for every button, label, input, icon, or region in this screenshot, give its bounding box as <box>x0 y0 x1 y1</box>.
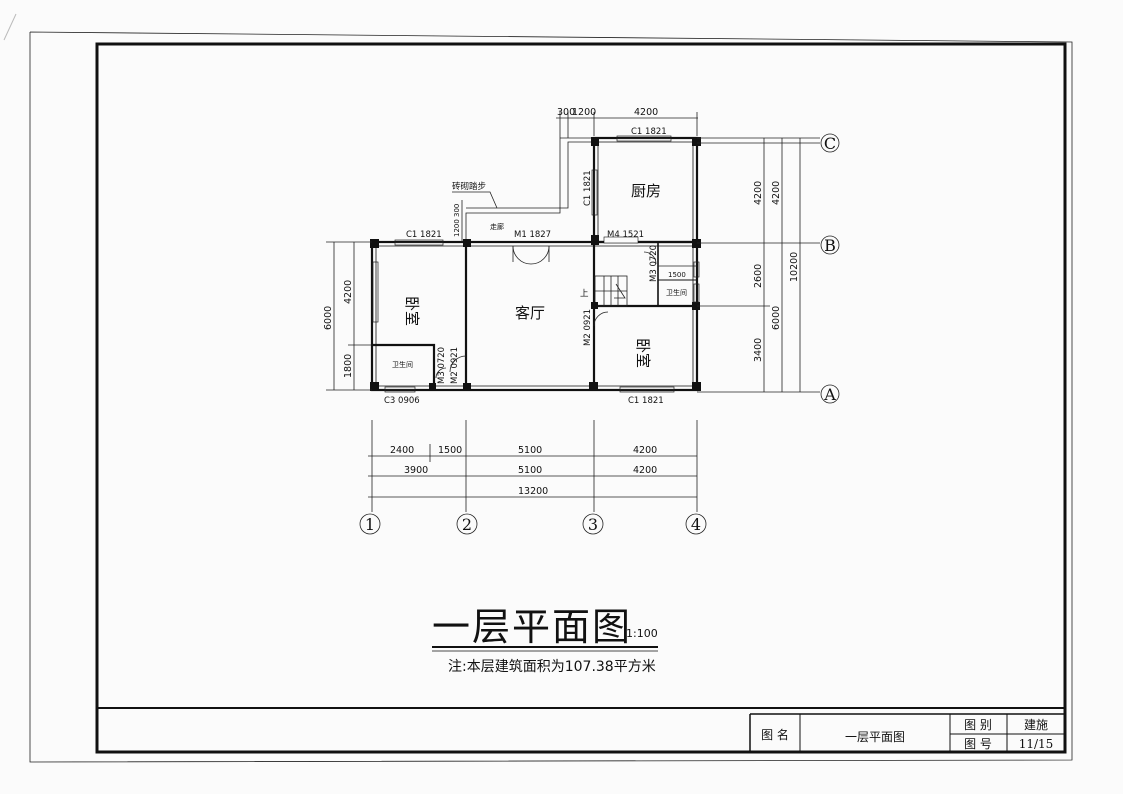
axis-c: C <box>824 134 836 153</box>
room-bedroom-right: 卧室 <box>634 338 652 368</box>
dim-corr-300: 300 <box>453 204 461 217</box>
dim-row1-5100: 5100 <box>518 445 542 456</box>
doors <box>435 236 657 379</box>
drawing-title: 一层平面图 <box>432 605 632 649</box>
brick-steps-label: 砖砌踏步 <box>452 181 486 192</box>
label-m2-right: M2 0921 <box>583 309 593 346</box>
dim-top-300: 300 <box>557 107 575 118</box>
walls <box>370 136 699 392</box>
title-block-number-value: 11/15 <box>1019 737 1054 751</box>
room-bath-left: 卫生间 <box>392 360 413 369</box>
dim-left-4200: 4200 <box>343 280 354 304</box>
axis-a: A <box>823 385 836 404</box>
axis-3: 3 <box>588 515 598 534</box>
room-bedroom-left: 卧室 <box>403 296 421 326</box>
dim-top-4200: 4200 <box>634 107 658 118</box>
dim-right-3400: 3400 <box>753 338 764 362</box>
room-bath-right: 卫生间 <box>666 288 687 297</box>
dim-right-1500: 1500 <box>668 271 686 279</box>
label-c1-kitchen-left: C1 1821 <box>583 170 593 206</box>
axis-1: 1 <box>365 515 375 534</box>
room-living: 客厅 <box>515 304 545 322</box>
dim-corr-1200: 1200 <box>453 219 461 237</box>
axis-4: 4 <box>691 515 701 534</box>
title-block-name-value: 一层平面图 <box>845 730 905 744</box>
area-note: 注:本层建筑面积为107.38平方米 <box>448 659 656 675</box>
axis-bubbles: C B A 1 2 3 4 <box>359 133 840 535</box>
axis-b: B <box>824 236 836 255</box>
dimension-lines <box>326 112 820 512</box>
dim-row2-5100: 5100 <box>518 465 542 476</box>
dimension-texts: 300 1200 4200 1200 300 6000 4200 1800 15… <box>323 107 800 497</box>
dim-right-10200: 10200 <box>789 252 800 282</box>
columns <box>370 137 701 391</box>
label-m3-right: M3 0720 <box>649 245 659 282</box>
label-m2-left: M2 0921 <box>450 347 460 384</box>
title-block-name-label: 图 名 <box>761 727 789 742</box>
dim-row1-4200: 4200 <box>633 445 657 456</box>
dim-row2-4200: 4200 <box>633 465 657 476</box>
title-block: 图 名 一层平面图 图 别 建施 图 号 11/15 <box>749 713 1065 752</box>
dim-top-1200: 1200 <box>572 107 596 118</box>
room-kitchen: 厨房 <box>631 182 661 200</box>
dim-right-4200: 4200 <box>753 181 764 205</box>
title-block-number-label: 图 号 <box>964 737 992 751</box>
title-block-category-value: 建施 <box>1024 718 1048 732</box>
sheet-border <box>3 13 1073 763</box>
dim-row1-1500: 1500 <box>438 445 462 456</box>
opening-labels: C1 1821 M1 1827 M4 1521 C1 1821 C1 1821 … <box>384 127 667 406</box>
label-m1: M1 1827 <box>514 230 551 240</box>
dim-row2-3900: 3900 <box>404 465 428 476</box>
label-c1-top-left: C1 1821 <box>406 230 442 240</box>
label-m4: M4 1521 <box>607 230 644 240</box>
windows <box>372 135 700 393</box>
dim-right-4200b: 4200 <box>771 181 782 205</box>
room-labels: 卧室 客厅 厨房 卧室 卫生间 卫生间 走廊 砖砌踏步 上 <box>392 181 687 369</box>
label-c3: C3 0906 <box>384 396 420 406</box>
dim-row1-2400: 2400 <box>390 445 414 456</box>
room-corridor: 走廊 <box>490 222 504 231</box>
dim-right-2600: 2600 <box>753 264 764 288</box>
label-m3-left: M3 0720 <box>437 347 447 384</box>
label-c1-bottom-right: C1 1821 <box>628 396 664 406</box>
dim-left-1800: 1800 <box>343 354 354 378</box>
stair-up-label: 上 <box>580 289 589 299</box>
drawing-scale: 1:100 <box>626 627 658 640</box>
dim-left-6000: 6000 <box>323 306 334 330</box>
dim-row3-13200: 13200 <box>518 486 548 497</box>
axis-2: 2 <box>462 515 472 534</box>
dim-right-6000: 6000 <box>771 306 782 330</box>
title-block-category-label: 图 别 <box>964 718 992 732</box>
label-c1-kitchen-top: C1 1821 <box>631 127 667 137</box>
drawing-title-group: 一层平面图 1:100 注:本层建筑面积为107.38平方米 <box>432 605 658 675</box>
